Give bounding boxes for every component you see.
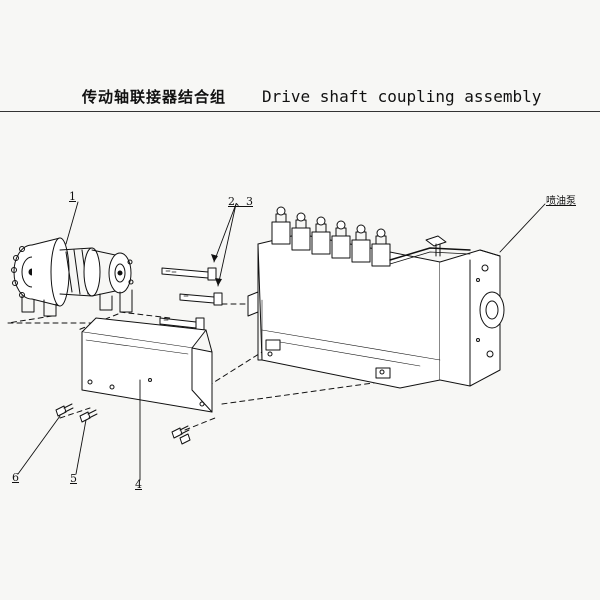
title-english: Drive shaft coupling assembly	[262, 87, 542, 106]
title-chinese: 传动轴联接器结合组	[82, 88, 227, 106]
callout-injection-pump: 喷油泵	[546, 196, 576, 207]
guard-plate-part	[81, 317, 213, 413]
callout-part-6: 6	[12, 471, 19, 484]
coupling-part	[11, 237, 134, 317]
callout-part-4: 4	[135, 478, 142, 491]
header-rule	[0, 111, 600, 112]
callout-part-5: 5	[70, 472, 77, 485]
screws-part	[55, 403, 191, 445]
leader-lines	[17, 201, 546, 481]
bolts-part	[159, 267, 223, 331]
callout-parts-2-3: 2、3	[228, 195, 253, 208]
callout-part-1: 1	[69, 190, 76, 203]
injection-pump-part	[247, 206, 505, 389]
